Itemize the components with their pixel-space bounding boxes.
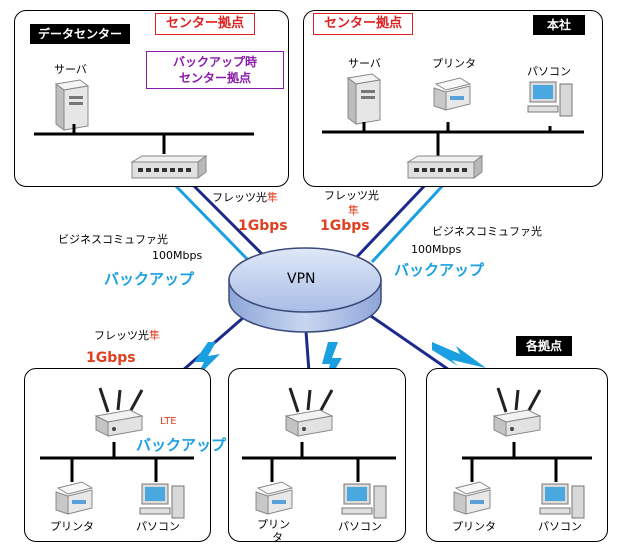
branch3-pc-label: パソコン: [538, 520, 582, 533]
hq-flets-label: フレッツ光: [324, 189, 379, 202]
backup-tag-line1: バックアップ時: [172, 55, 257, 69]
hq-pc-label: パソコン: [527, 65, 571, 78]
branches-title: 各拠点: [516, 336, 573, 357]
branch3-printer-label: プリンタ: [452, 520, 496, 533]
branch-flets-text: フレッツ光: [94, 329, 149, 342]
hq-flets-text: フレッツ光: [324, 189, 379, 202]
data-center-center-tag: センター拠点: [155, 13, 256, 35]
pc-icon: [539, 483, 585, 519]
pc-icon: [139, 483, 185, 519]
hq-title: 本社: [533, 15, 586, 36]
printer-icon: [255, 481, 294, 515]
dc-bus: [34, 124, 254, 154]
branch2-pc-label: パソコン: [338, 520, 382, 533]
wireless-router-icon: [284, 387, 334, 437]
printer-icon: [453, 481, 492, 515]
server-icon: [346, 73, 382, 125]
left-business-label: ビジネスコミュファ光: [58, 233, 168, 246]
branch2-printer-label-line2: タ: [272, 531, 283, 544]
vpn-label: VPN: [287, 271, 316, 287]
lightning-icon: [432, 342, 486, 368]
dc-speed-label: 1Gbps: [238, 218, 288, 234]
wireless-router-icon: [492, 387, 542, 437]
branch3-bus: [462, 442, 592, 482]
hq-speed-label: 1Gbps: [320, 218, 370, 234]
branch1-pc-label: パソコン: [136, 520, 180, 533]
dc-flets-suffix: 隼: [267, 191, 278, 204]
router-icon: [406, 155, 484, 179]
hq-bus: [322, 122, 584, 158]
branch2-printer-label-line1: プリン: [257, 518, 290, 531]
printer-icon: [433, 77, 472, 111]
data-center-title: データセンター: [30, 24, 131, 45]
hq-backup-link: [370, 180, 448, 264]
hq-flets-suffix: 隼: [348, 204, 359, 217]
backup-tag-line2: センター拠点: [178, 71, 251, 86]
hq-center-tag: センター拠点: [313, 13, 414, 35]
branch-speed-label: 1Gbps: [86, 350, 136, 366]
printer-icon: [55, 481, 94, 515]
branch-flets-label: フレッツ光隼: [94, 329, 160, 342]
pc-icon: [341, 483, 387, 519]
wireless-router-icon: [94, 387, 144, 437]
vpn-cloud-icon: [228, 247, 382, 333]
branch1-bus: [40, 442, 194, 482]
branch-flets-suffix: 隼: [149, 329, 160, 342]
server-icon: [54, 79, 90, 131]
branch2-bus: [242, 442, 396, 482]
hq-printer-label: プリンタ: [432, 57, 476, 70]
dc-flets-text: フレッツ光: [212, 191, 267, 204]
right-business-speed: 100Mbps: [411, 243, 462, 256]
dc-backup-link: [168, 178, 252, 264]
hq-server-label: サーバ: [348, 57, 381, 70]
right-backup-label: バックアップ: [394, 261, 485, 279]
left-business-speed: 100Mbps: [152, 249, 203, 262]
pc-icon: [527, 81, 573, 117]
left-backup-label: バックアップ: [104, 270, 195, 288]
branch1-printer-label: プリンタ: [50, 520, 94, 533]
dc-flets-label: フレッツ光隼: [212, 191, 278, 204]
dc-server-label: サーバ: [54, 63, 87, 76]
router-icon: [130, 155, 208, 179]
lte-label: LTE: [160, 416, 177, 427]
right-business-label: ビジネスコミュファ光: [432, 225, 542, 238]
hq-fiber-link: [350, 178, 432, 264]
branch-backup-label: バックアップ: [136, 436, 227, 454]
data-center-backup-tag: バックアップ時 センター拠点: [146, 51, 284, 90]
dc-fiber-link: [184, 176, 272, 264]
